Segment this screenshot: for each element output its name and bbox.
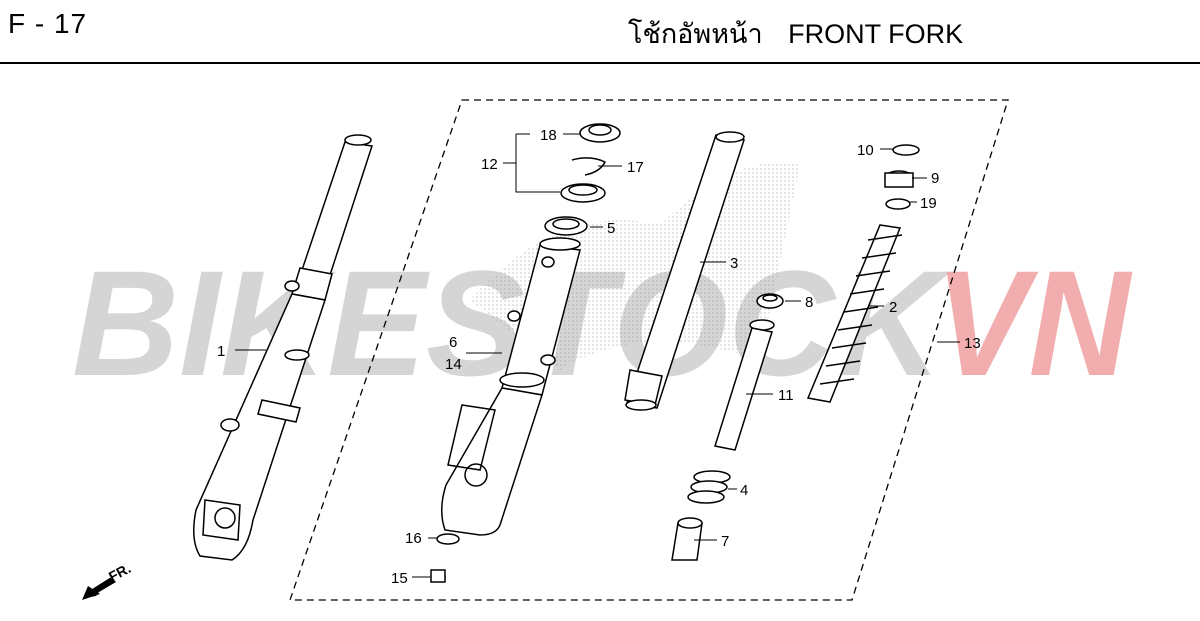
label-part-1: 1 xyxy=(217,343,225,360)
label-part-19: 19 xyxy=(920,195,937,212)
label-part-6: 6 xyxy=(449,334,457,351)
rebound-spring xyxy=(687,470,731,504)
label-part-15: 15 xyxy=(391,570,408,587)
label-part-14: 14 xyxy=(445,356,462,373)
label-part-11: 11 xyxy=(778,387,794,404)
label-part-8: 8 xyxy=(805,294,813,311)
seal-set xyxy=(544,123,621,236)
label-part-3: 3 xyxy=(730,255,738,272)
damper-rod xyxy=(714,319,775,451)
label-part-2: 2 xyxy=(889,299,897,316)
page-title: โช้กอัพหน้า FRONT FORK xyxy=(628,12,963,55)
label-part-4: 4 xyxy=(740,482,748,499)
oil-lock-piece xyxy=(671,517,703,561)
part-labels: 1 2 3 4 5 6 7 8 9 10 11 12 13 14 15 16 1… xyxy=(217,127,981,587)
watermark-text-red: VN xyxy=(935,239,1133,407)
fork-spring xyxy=(806,224,903,403)
label-part-17: 17 xyxy=(627,159,644,176)
title-english: FRONT FORK xyxy=(788,19,964,49)
fork-assembly-left xyxy=(193,134,373,561)
page-header: F - 17 โช้กอัพหน้า FRONT FORK xyxy=(0,0,1200,64)
label-part-7: 7 xyxy=(721,533,729,550)
label-part-18: 18 xyxy=(540,127,557,144)
label-part-13: 13 xyxy=(964,335,981,352)
label-part-12: 12 xyxy=(481,156,498,173)
front-direction-indicator: FR. xyxy=(82,560,133,600)
fork-slider-middle xyxy=(441,237,581,536)
label-part-16: 16 xyxy=(405,530,422,547)
inner-tube xyxy=(624,131,745,411)
label-part-5: 5 xyxy=(607,220,615,237)
assembly-outline xyxy=(289,99,1009,601)
leader-lines xyxy=(235,133,960,578)
watermark: BIKESTOCK VN xyxy=(72,162,1133,407)
header-divider xyxy=(0,62,1200,64)
small-parts xyxy=(756,144,920,309)
title-thai: โช้กอัพหน้า xyxy=(628,19,763,49)
bolt-washer xyxy=(430,533,460,583)
page-code: F - 17 xyxy=(8,8,88,39)
label-part-9: 9 xyxy=(931,170,939,187)
label-part-10: 10 xyxy=(857,142,874,159)
